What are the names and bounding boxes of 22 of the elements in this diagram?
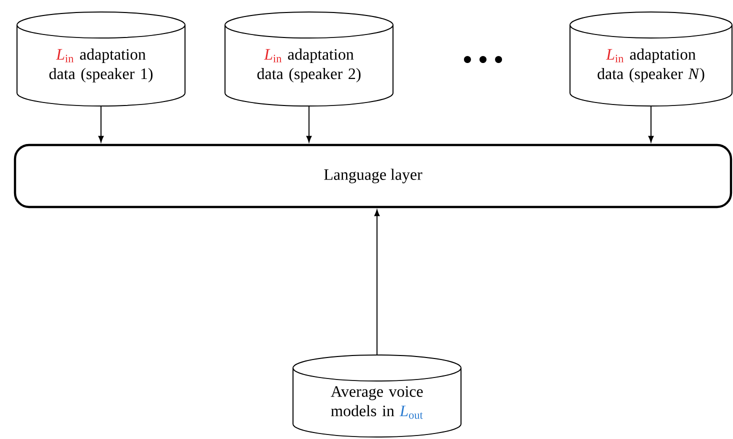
database-cylinder: L$_{in}$ adaptation data (speaker 1) bbox=[16, 12, 186, 106]
node-label: L$_{in}$ bbox=[606, 49, 624, 62]
node-label: L$_{in}$ bbox=[56, 49, 74, 62]
node-label: data (speaker 2) bbox=[257, 68, 361, 82]
database-cylinder: Average voice models in L$_{out}$ bbox=[292, 354, 462, 438]
arrow bbox=[306, 106, 312, 142]
node-label: L$_{in}$ bbox=[264, 49, 282, 62]
node-label: adaptation bbox=[80, 48, 146, 64]
arrow bbox=[648, 106, 654, 142]
arrow bbox=[374, 210, 380, 356]
node-label: models in bbox=[330, 405, 394, 416]
ellipsis-dots: • • • bbox=[464, 56, 502, 63]
layer-box: Language layer bbox=[14, 144, 732, 208]
node-label: data (speaker N) bbox=[598, 68, 704, 82]
node-label: Average voice bbox=[330, 386, 423, 400]
database-cylinder: L$_{in}$ adaptation data (speaker N) bbox=[570, 12, 732, 106]
arrow bbox=[98, 106, 104, 142]
node-label: L$_{out}$ bbox=[400, 406, 423, 419]
database-cylinder: L$_{in}$ adaptation data (speaker 2) bbox=[224, 12, 394, 106]
node-label: data (speaker 1) bbox=[49, 68, 153, 82]
node-label: adaptation bbox=[630, 48, 696, 64]
node-label: adaptation bbox=[288, 48, 354, 64]
